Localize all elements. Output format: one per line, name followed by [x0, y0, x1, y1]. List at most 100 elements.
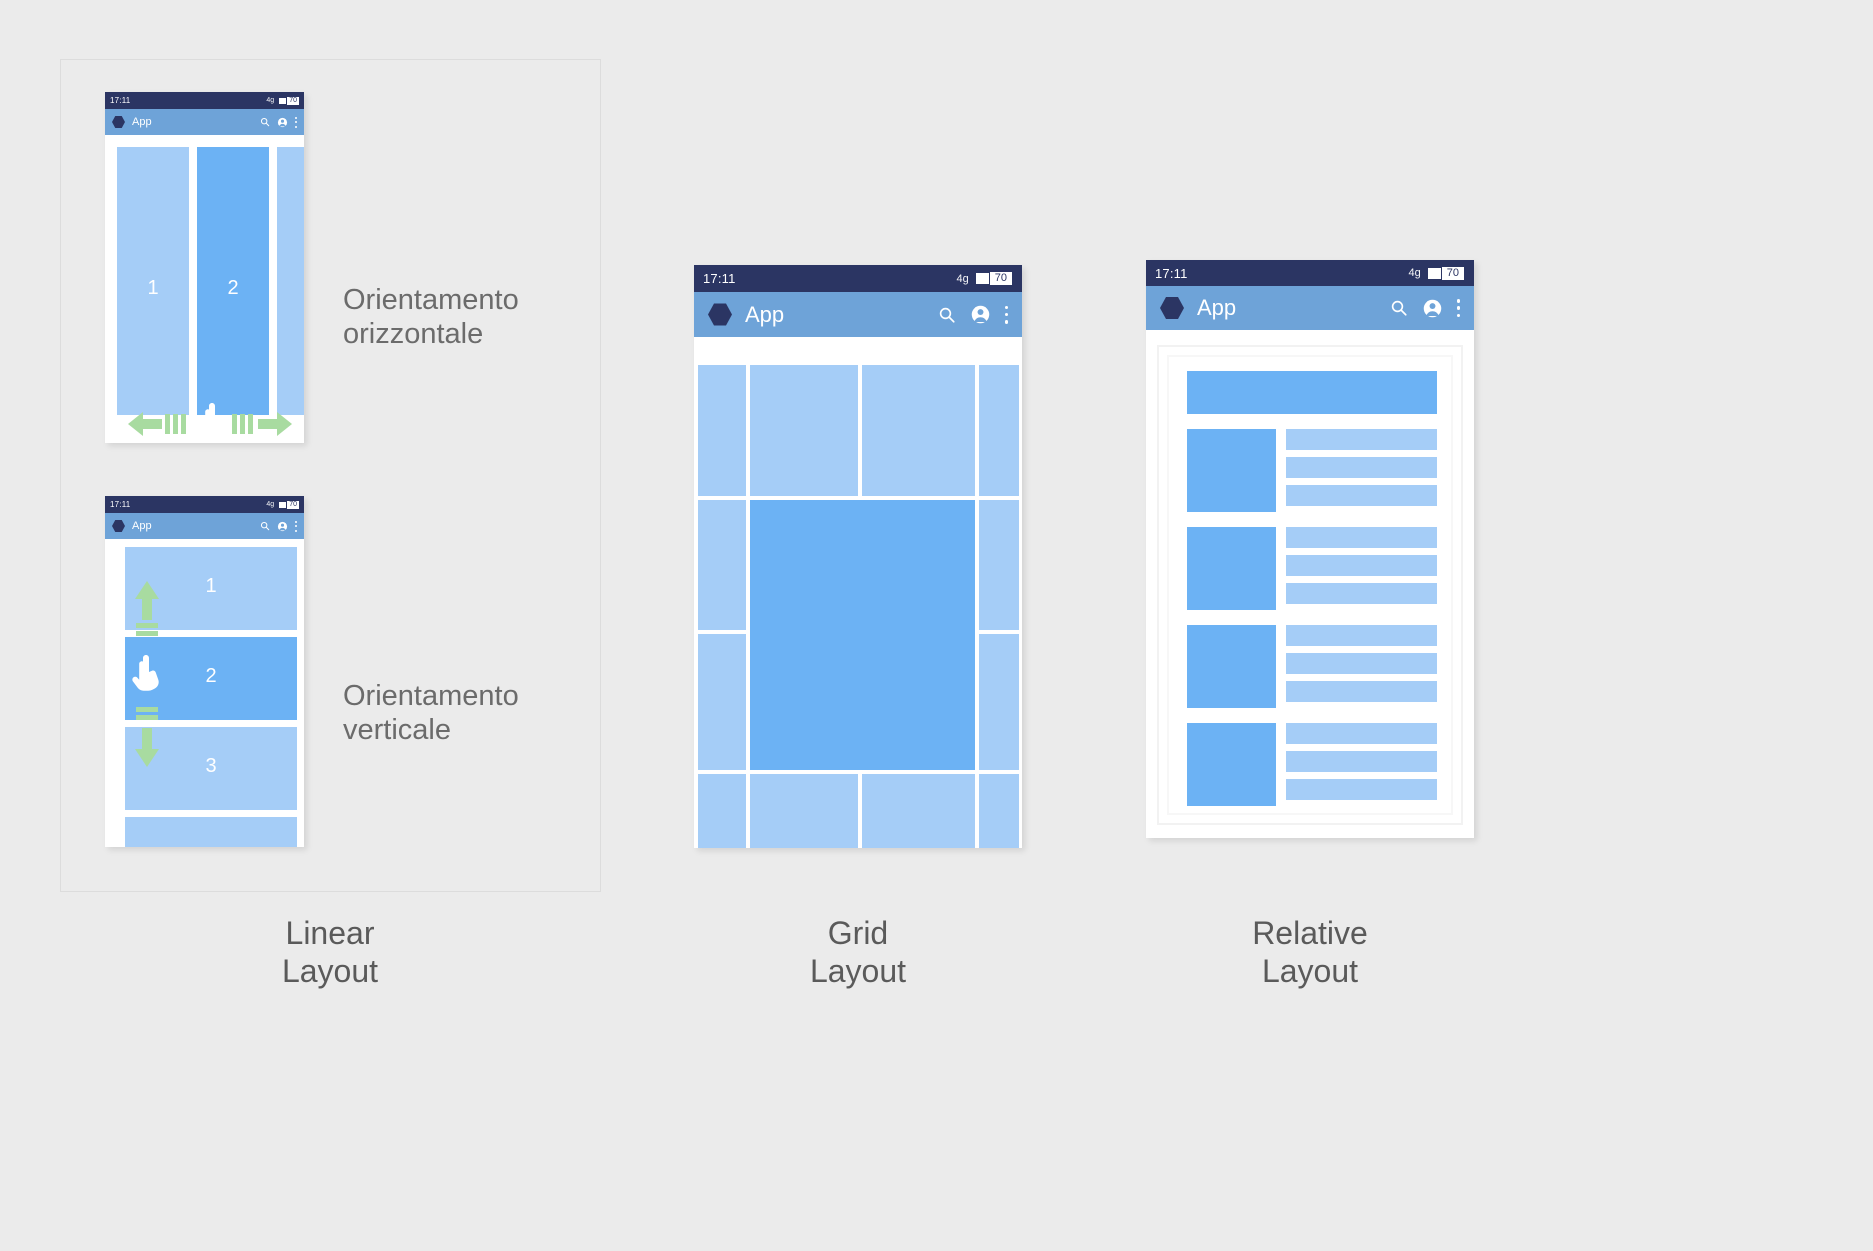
- battery-icon: [974, 272, 990, 285]
- overflow-menu-icon[interactable]: [295, 520, 297, 532]
- app-logo-hexagon: [112, 520, 125, 532]
- battery-icon: [278, 500, 288, 509]
- grid-tile-center[interactable]: [750, 500, 975, 770]
- relative-row-line[interactable]: [1286, 583, 1437, 604]
- app-title: App: [132, 116, 152, 128]
- hand-pointer-icon: [197, 403, 229, 443]
- arrow-down-icon: [132, 727, 162, 769]
- grid-tile[interactable]: [979, 634, 1019, 770]
- phone-linear-vertical: 17:11 4g 70 App 1 2 3: [105, 496, 304, 847]
- grid-tile[interactable]: [698, 774, 746, 848]
- status-bar: 17:11 4g 70: [105, 92, 304, 109]
- relative-inner-frame: [1167, 355, 1453, 815]
- grid-tile[interactable]: [698, 634, 746, 770]
- grid-tile[interactable]: [862, 365, 975, 496]
- status-time: 17:11: [1155, 265, 1188, 281]
- search-icon[interactable]: [260, 117, 270, 127]
- caption-line1: Relative: [1252, 915, 1368, 951]
- relative-row-line[interactable]: [1286, 457, 1437, 478]
- relative-row-line[interactable]: [1286, 751, 1437, 772]
- linear-layout-panel: [60, 59, 601, 892]
- orientation-v-line2: verticale: [343, 713, 451, 746]
- relative-row-thumb[interactable]: [1187, 723, 1276, 806]
- battery-icon: [278, 96, 288, 105]
- linear-vertical-screen: 1 2 3: [105, 539, 304, 847]
- relative-row-thumb[interactable]: [1187, 625, 1276, 708]
- block-number: 2: [205, 665, 217, 687]
- status-time: 17:11: [110, 96, 131, 105]
- linear-layout-caption: Linear Layout: [180, 915, 480, 991]
- relative-row-line[interactable]: [1286, 555, 1437, 576]
- caption-line2: Layout: [809, 952, 907, 989]
- status-bar: 17:11 4g 70: [105, 496, 304, 513]
- grid-tile[interactable]: [979, 500, 1019, 630]
- relative-header-banner[interactable]: [1187, 371, 1437, 414]
- overflow-menu-icon[interactable]: [1004, 305, 1008, 324]
- app-bar: App: [105, 513, 304, 539]
- network-indicator: 4g: [1408, 267, 1421, 279]
- grid-tile[interactable]: [698, 500, 746, 630]
- grid-tile[interactable]: [750, 365, 858, 496]
- grid-tile[interactable]: [750, 774, 858, 848]
- search-icon[interactable]: [1390, 299, 1408, 317]
- motion-lines-right: [232, 414, 254, 434]
- account-icon[interactable]: [277, 521, 288, 532]
- account-icon[interactable]: [970, 304, 991, 325]
- relative-screen: [1146, 330, 1474, 838]
- app-title: App: [132, 520, 152, 532]
- search-icon[interactable]: [260, 521, 270, 531]
- linear-h-block-1[interactable]: 1: [117, 147, 189, 415]
- block-number: 3: [205, 755, 217, 777]
- relative-row-line[interactable]: [1286, 429, 1437, 450]
- grid-tile[interactable]: [979, 365, 1019, 496]
- relative-layout-caption: Relative Layout: [1160, 915, 1460, 991]
- account-icon[interactable]: [277, 117, 288, 128]
- search-icon[interactable]: [938, 306, 956, 324]
- battery-level: 70: [989, 271, 1013, 286]
- orientation-horizontal-label: Orientamento orizzontale: [343, 284, 603, 351]
- arrow-right-icon: [257, 409, 293, 439]
- app-logo-hexagon: [1160, 296, 1184, 320]
- grid-tile[interactable]: [698, 365, 746, 496]
- relative-row-line[interactable]: [1286, 723, 1437, 744]
- relative-row-thumb[interactable]: [1187, 429, 1276, 512]
- battery-icon: [1426, 266, 1442, 280]
- caption-line1: Linear: [285, 915, 375, 951]
- motion-lines-up: [136, 623, 158, 641]
- relative-row-line[interactable]: [1286, 681, 1437, 702]
- linear-v-block-4-partial[interactable]: [125, 817, 297, 847]
- overflow-menu-icon[interactable]: [1456, 299, 1460, 317]
- relative-row-line[interactable]: [1286, 527, 1437, 548]
- arrow-left-icon: [127, 409, 163, 439]
- relative-row-line[interactable]: [1286, 779, 1437, 800]
- overflow-menu-icon[interactable]: [295, 116, 297, 128]
- app-logo-hexagon: [708, 303, 732, 326]
- linear-h-block-3-partial[interactable]: [277, 147, 304, 415]
- linear-h-block-2[interactable]: 2: [197, 147, 269, 415]
- grid-tile[interactable]: [979, 774, 1019, 848]
- network-indicator: 4g: [266, 97, 275, 104]
- relative-row-line[interactable]: [1286, 625, 1437, 646]
- app-bar: App: [694, 292, 1022, 337]
- phone-grid-layout: 17:11 4g 70 App: [694, 265, 1022, 848]
- linear-horizontal-screen: 1 2: [105, 135, 304, 443]
- relative-row-thumb[interactable]: [1187, 527, 1276, 610]
- caption-line1: Grid: [827, 915, 889, 951]
- linear-v-block-1[interactable]: 1: [125, 547, 297, 630]
- status-time: 17:11: [110, 500, 131, 509]
- orientation-h-line2: orizzontale: [343, 317, 484, 350]
- status-bar: 17:11 4g 70: [1146, 260, 1474, 286]
- linear-v-block-3[interactable]: 3: [125, 727, 297, 810]
- account-icon[interactable]: [1422, 298, 1443, 319]
- block-number: 1: [205, 575, 217, 597]
- relative-row-line[interactable]: [1286, 653, 1437, 674]
- motion-lines-left: [165, 414, 187, 434]
- motion-lines-down: [136, 707, 158, 725]
- grid-screen: [694, 337, 1022, 848]
- grid-tile[interactable]: [862, 774, 975, 848]
- relative-row-line[interactable]: [1286, 485, 1437, 506]
- phone-linear-horizontal: 17:11 4g 70 App 1 2: [105, 92, 304, 443]
- relative-outer-frame: [1157, 345, 1463, 825]
- battery-level: 70: [1441, 265, 1465, 281]
- caption-line2: Layout: [281, 952, 379, 989]
